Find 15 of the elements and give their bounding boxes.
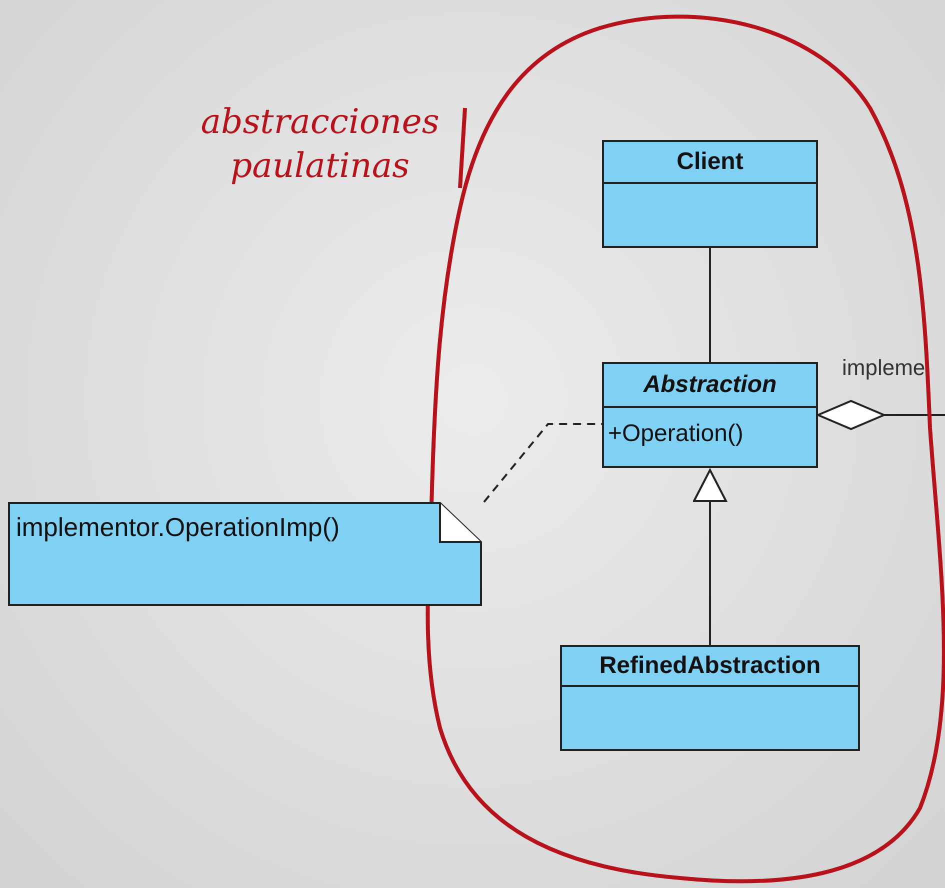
class-box <box>602 362 818 468</box>
class-name: RefinedAbstraction <box>599 652 821 680</box>
class-box <box>602 140 818 248</box>
connector-line <box>709 248 711 362</box>
method-text: +Operation() <box>608 420 744 448</box>
class-name: Client <box>676 148 744 176</box>
class-box <box>560 645 860 751</box>
note-box <box>8 502 482 606</box>
arrow <box>693 469 727 645</box>
handwritten-note: abstracciones paulatinas <box>200 101 440 188</box>
note-text: implementor.OperationImp() <box>16 512 340 543</box>
aggregation-line <box>817 400 945 430</box>
edge-label: impleme <box>842 355 926 381</box>
dashed-line <box>483 423 602 503</box>
class-name: Abstraction <box>643 371 777 399</box>
